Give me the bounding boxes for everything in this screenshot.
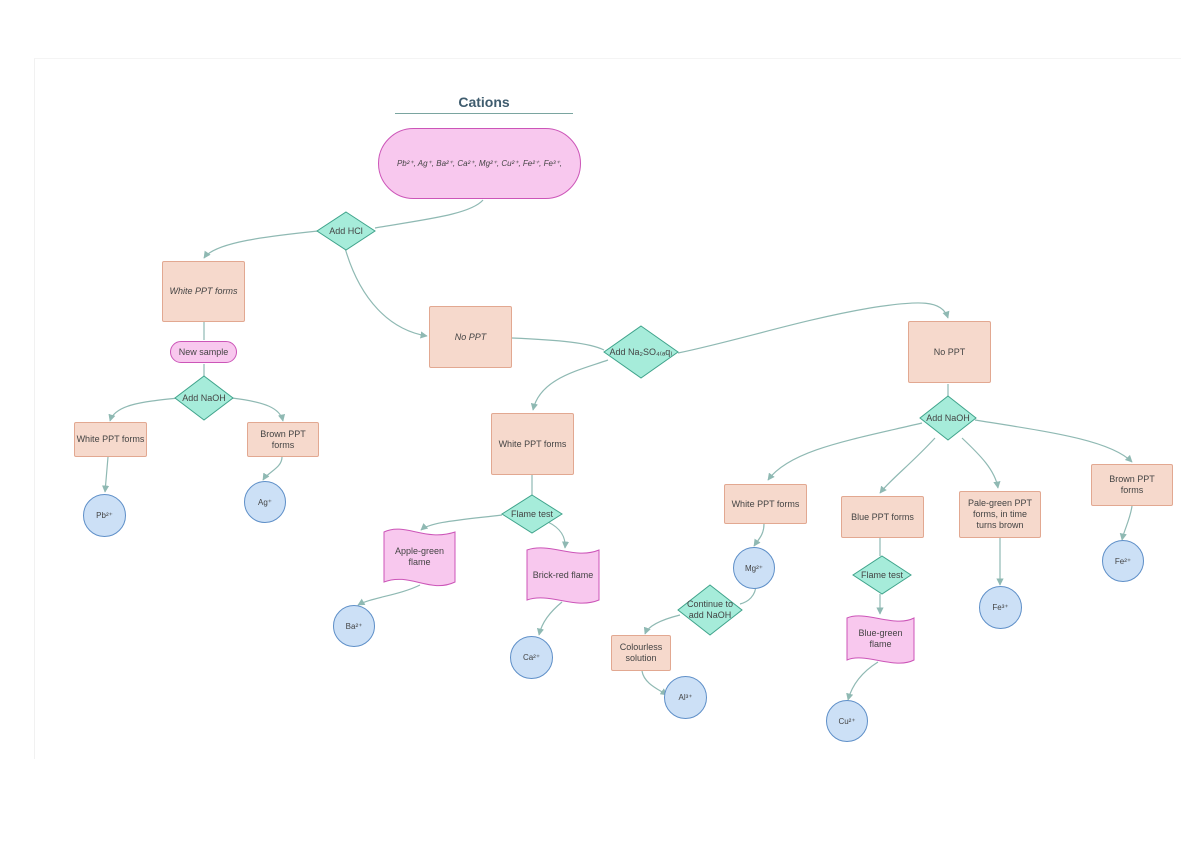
step-no-ppt-na2so4: No PPT xyxy=(908,321,991,383)
edge-na2so4-to-noppt-right xyxy=(677,302,950,354)
edge-naoh-to-brownfe xyxy=(974,419,1133,463)
decision-continue-naoh: Continue to add NaOH xyxy=(686,599,734,620)
decision-add-naoh-left: Add NaOH xyxy=(182,392,226,403)
step-brown-ppt-naoh: Brown PPT forms xyxy=(247,422,319,457)
brick-red-flame-shape xyxy=(526,547,600,604)
ion-ca: Ca²⁺ xyxy=(510,636,553,679)
ion-ba: Ba²⁺ xyxy=(333,605,375,647)
edge-flame-to-apple xyxy=(420,514,503,531)
decision-add-naoh-right: Add NaOH xyxy=(926,412,970,423)
apple-green-flame-shape xyxy=(383,528,456,587)
edge-naoh-to-palegreen xyxy=(961,437,1001,489)
edge-continue-to-colourless xyxy=(643,614,681,635)
edge-flame-to-brick xyxy=(547,521,570,549)
edge-hcl-to-white xyxy=(203,230,319,259)
decision-add-hcl-shape xyxy=(316,211,376,251)
decision-add-naoh-left-shape xyxy=(174,375,234,421)
step-no-ppt-hcl: No PPT xyxy=(429,306,512,368)
diagram-title: Cations xyxy=(458,94,510,110)
step-new-sample: New sample xyxy=(170,341,237,363)
decision-flame-test-1: Flame test xyxy=(510,508,553,519)
step-brown-ppt-fe: Brown PPT forms xyxy=(1091,464,1173,506)
diagram-canvas xyxy=(34,58,1181,759)
step-colourless-solution: Colourless solution xyxy=(611,635,671,671)
ion-cu: Cu²⁺ xyxy=(826,700,868,742)
step-white-ppt-naoh: White PPT forms xyxy=(74,422,147,457)
decision-add-na2so4: Add Na₂SO₄₍ₐq₎ xyxy=(609,346,673,357)
step-brick-red-flame: Brick-red flame xyxy=(532,569,594,580)
blue-green-flame-shape xyxy=(846,615,915,664)
step-white-ppt-hcl: White PPT forms xyxy=(162,261,245,322)
decision-flame-test-2-shape xyxy=(852,555,912,595)
title-underline xyxy=(395,113,573,114)
step-apple-green-flame: Apple-green flame xyxy=(394,546,445,567)
decision-flame-test-2: Flame test xyxy=(860,569,903,580)
edge-apple-to-ba xyxy=(357,584,421,606)
edge-naoh-to-brown xyxy=(231,397,286,422)
edge-naoh-to-white xyxy=(108,397,179,422)
step-white-ppt-mg: White PPT forms xyxy=(724,484,807,524)
start-cations-list: Pb²⁺, Ag⁺, Ba²⁺, Ca²⁺, Mg²⁺, Cu²⁺, Fe²⁺,… xyxy=(378,128,581,199)
edge-colourless-to-al xyxy=(641,670,668,696)
ion-mg: Mg²⁺ xyxy=(733,547,775,589)
step-blue-ppt: Blue PPT forms xyxy=(841,496,924,538)
edge-naoh-to-whitemg xyxy=(767,422,923,481)
edge-brownfe-to-fe2 xyxy=(1119,505,1133,541)
decision-continue-naoh-shape xyxy=(677,584,743,636)
edge-hcl-to-noppt xyxy=(344,247,428,339)
edge-na2so4-to-white xyxy=(530,359,609,411)
ion-pb: Pb²⁺ xyxy=(83,494,126,537)
edge-white-to-pb xyxy=(101,456,110,493)
edge-start-to-hcl xyxy=(374,199,484,229)
decision-flame-test-1-shape xyxy=(501,494,563,534)
edge-naoh-to-blue xyxy=(879,437,936,494)
ion-fe3: Fe³⁺ xyxy=(979,586,1022,629)
ion-fe2: Fe²⁺ xyxy=(1102,540,1144,582)
edge-bluegreen-to-cu xyxy=(846,661,879,701)
step-pale-green-ppt: Pale-green PPT forms, in time turns brow… xyxy=(959,491,1041,538)
edge-brick-to-ca xyxy=(536,601,563,636)
decision-add-naoh-right-shape xyxy=(919,395,977,441)
edge-brown-to-ag xyxy=(262,456,283,481)
step-blue-green-flame: Blue-green flame xyxy=(858,628,903,649)
edge-noppt-to-na2so4 xyxy=(511,337,605,351)
ion-al: Al³⁺ xyxy=(664,676,707,719)
step-white-ppt-na2so4: White PPT forms xyxy=(491,413,574,475)
decision-add-hcl: Add HCl xyxy=(329,225,363,236)
decision-add-na2so4-shape xyxy=(603,325,679,379)
edge-whitemg-to-mg xyxy=(753,523,765,547)
ion-ag: Ag⁺ xyxy=(244,481,286,523)
